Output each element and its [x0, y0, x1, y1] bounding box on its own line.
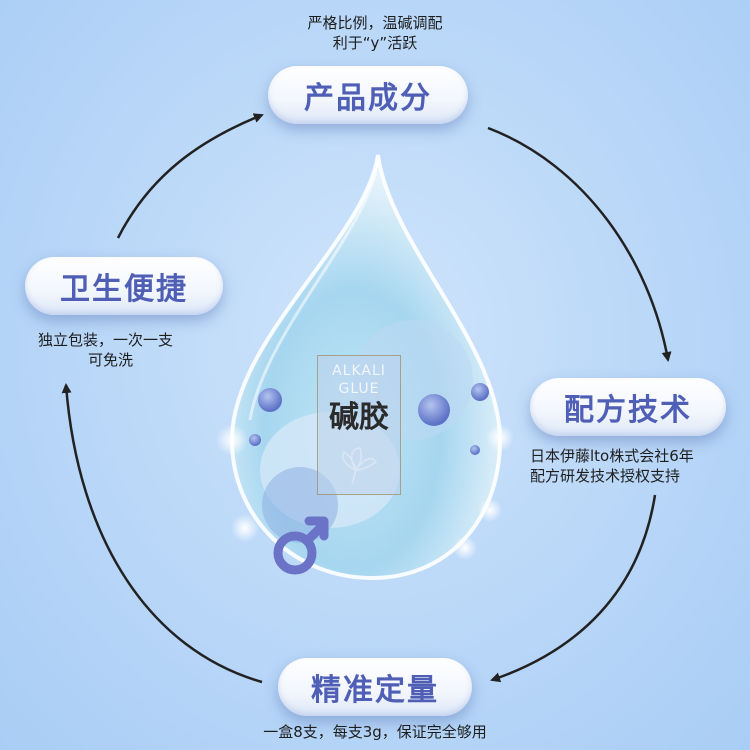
dosage-desc-line-1: 一盒8支，每支3g，保证完全够用	[263, 723, 487, 741]
hygiene-label: 卫生便捷	[60, 272, 188, 307]
hygiene-desc-line-2: 可免洗	[88, 351, 134, 369]
technology-description: 日本伊藤lto株式会社6年 配方研发技术授权支持	[530, 446, 694, 486]
ingredients-desc-line-2: 利于“y”活跃	[332, 34, 418, 52]
hygiene-desc-line-1: 独立包装，一次一支	[38, 331, 174, 349]
technology-desc-line-1: 日本伊藤lto株式会社6年	[530, 447, 694, 465]
ingredients-pill: 产品成分	[268, 66, 468, 124]
technology-label: 配方技术	[564, 393, 692, 428]
badge-glue-text: GLUE	[338, 381, 380, 397]
arrow-ingredients-to-technology	[487, 126, 672, 362]
badge-alkali-text: ALKALI	[332, 363, 386, 379]
hygiene-description: 独立包装，一次一支 可免洗	[38, 330, 173, 370]
badge-chinese-title: 碱胶	[329, 400, 389, 435]
arrow-dosage-to-hygiene	[61, 383, 263, 684]
ingredients-label: 产品成分	[304, 81, 432, 116]
arrow-hygiene-to-ingredients	[116, 113, 264, 239]
arrow-technology-to-dosage	[490, 494, 657, 683]
ingredients-description: 严格比例，温碱调配 利于“y”活跃	[290, 13, 460, 53]
hygiene-pill: 卫生便捷	[25, 257, 223, 315]
ingredients-desc-line-1: 严格比例，温碱调配	[307, 14, 443, 32]
product-badge: ALKALI GLUE 碱胶	[317, 355, 401, 495]
dosage-pill: 精准定量	[278, 658, 472, 716]
technology-pill: 配方技术	[530, 378, 726, 436]
dosage-description: 一盒8支，每支3g，保证完全够用	[225, 722, 525, 742]
male-symbol-icon	[273, 516, 329, 575]
dosage-label: 精准定量	[311, 673, 439, 708]
technology-desc-line-2: 配方研发技术授权支持	[530, 467, 681, 485]
